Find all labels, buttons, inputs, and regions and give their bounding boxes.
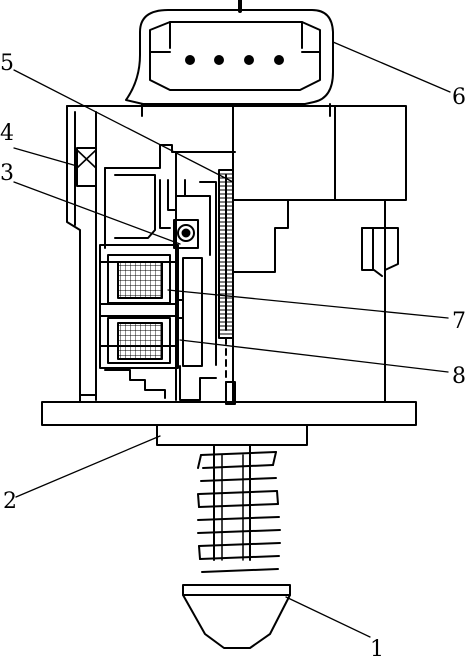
coil-assembly bbox=[99, 244, 217, 401]
callout-6: 6 bbox=[452, 85, 466, 110]
bearing-ring bbox=[173, 219, 199, 249]
callout-8: 8 bbox=[452, 364, 466, 389]
leader-lines bbox=[13, 41, 451, 638]
seal-cross bbox=[76, 147, 97, 187]
callout-1: 1 bbox=[370, 637, 384, 662]
connector-plug bbox=[125, 0, 334, 117]
probe-tip bbox=[182, 584, 291, 649]
callout-3: 3 bbox=[0, 161, 14, 186]
callout-labels: 5 4 3 6 7 8 2 1 bbox=[0, 51, 466, 662]
base-plate bbox=[41, 401, 417, 446]
callout-7: 7 bbox=[452, 309, 466, 334]
callout-4: 4 bbox=[0, 121, 14, 146]
callout-2: 2 bbox=[3, 489, 17, 514]
spring-shaft bbox=[197, 444, 281, 573]
callout-5: 5 bbox=[0, 51, 14, 76]
